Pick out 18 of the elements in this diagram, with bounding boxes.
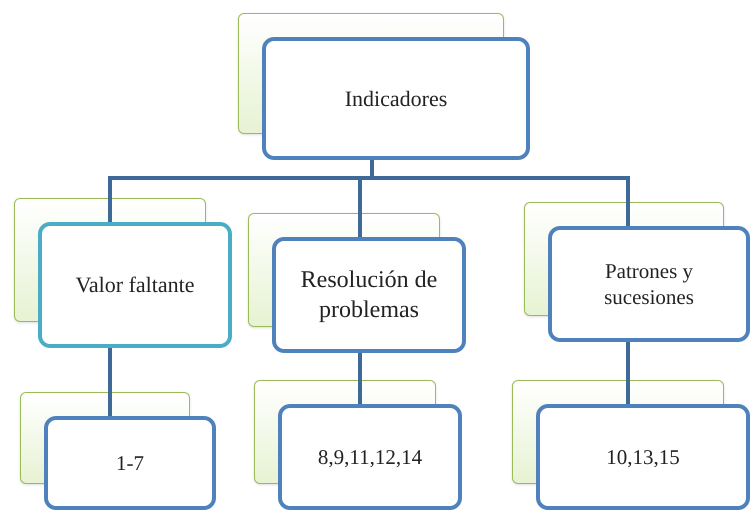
- node-box: [44, 416, 216, 510]
- node-label: 1-7: [116, 450, 144, 476]
- connector-line: [626, 342, 630, 404]
- node-label: Patrones y sucesiones: [603, 258, 695, 310]
- node-label: Valor faltante: [75, 271, 195, 299]
- connector-line: [358, 353, 362, 404]
- connector-line: [370, 160, 630, 226]
- node-box: [262, 37, 530, 160]
- node-box: [272, 237, 466, 353]
- node-box: [278, 404, 462, 510]
- node-label: Resolución de problemas: [300, 266, 438, 325]
- node-label: 10,13,15: [606, 444, 680, 470]
- node-box: [38, 222, 232, 348]
- node-label: Indicadores: [344, 84, 448, 112]
- node-box: [536, 404, 750, 510]
- connector-line: [108, 348, 112, 416]
- node-label: 8,9,11,12,14: [318, 444, 422, 470]
- node-box: [548, 226, 750, 342]
